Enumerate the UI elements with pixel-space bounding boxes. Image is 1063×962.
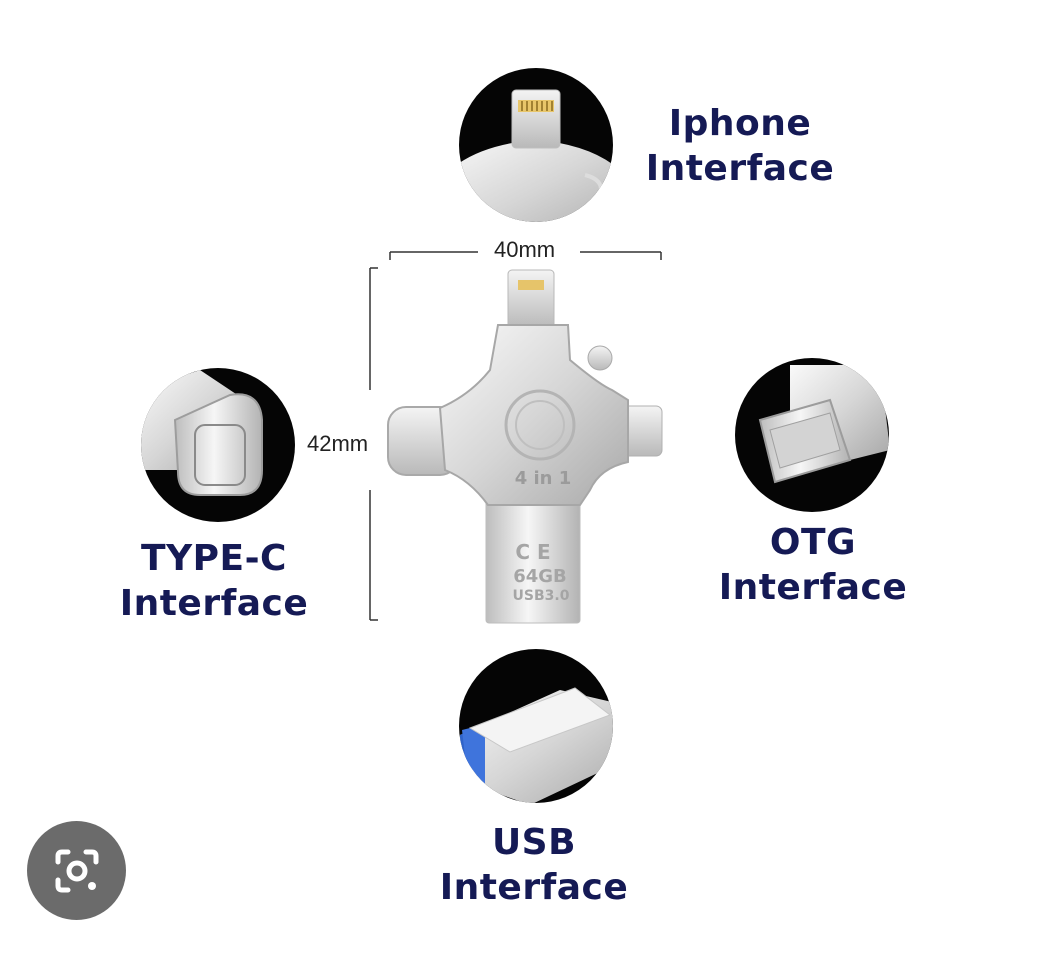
device-standard-mark: USB3.0	[512, 588, 570, 604]
device-capacity-mark: 64GB	[513, 566, 567, 587]
otg-interface-label: OTG Interface	[703, 520, 923, 610]
typec-interface-label: TYPE-C Interface	[104, 536, 324, 626]
usb-label-line1: USB	[491, 822, 577, 863]
google-lens-button[interactable]	[27, 821, 126, 920]
usb-connector-closeup	[459, 649, 613, 803]
iphone-connector-closeup	[459, 68, 613, 222]
width-dimension-label: 40mm	[494, 237, 556, 262]
typec-label-line2: Interface	[119, 583, 309, 624]
google-lens-camera-icon	[55, 849, 98, 892]
usb-interface-label: USB Interface	[424, 820, 644, 910]
otg-label-line2: Interface	[718, 567, 908, 608]
device-cert-mark: C E	[515, 540, 551, 564]
otg-connector-closeup	[735, 358, 889, 512]
usb-label-line2: Interface	[439, 867, 629, 908]
device-model-mark: 4 in 1	[514, 468, 572, 489]
height-dimension-line	[369, 267, 378, 621]
iphone-label-line1: Iphone	[668, 103, 812, 144]
typec-label-line1: TYPE-C	[141, 538, 287, 579]
usb-flash-drive-4in1	[387, 269, 663, 624]
otg-label-line1: OTG	[769, 522, 857, 563]
width-dimension-line	[389, 251, 662, 260]
iphone-interface-label: Iphone Interface	[630, 101, 850, 191]
iphone-label-line2: Interface	[645, 148, 835, 189]
typec-connector-closeup	[141, 368, 295, 522]
height-dimension-label: 42mm	[307, 431, 369, 456]
